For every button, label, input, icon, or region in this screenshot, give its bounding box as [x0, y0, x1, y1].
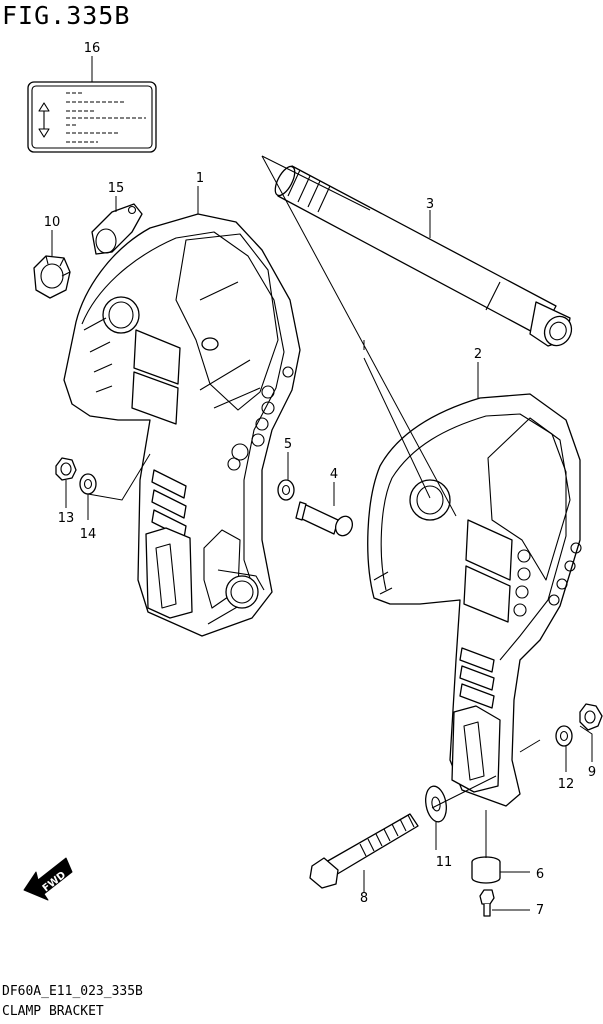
callout-11: 11: [436, 855, 453, 870]
callout-10: 10: [44, 215, 61, 230]
callout-1: 1: [196, 171, 204, 186]
callout-2: 2: [474, 347, 482, 362]
part-13-nut[interactable]: [55, 457, 77, 481]
callout-7: 7: [536, 903, 544, 918]
callout-14: 14: [80, 527, 97, 542]
callout-15: 15: [108, 181, 125, 196]
part-4-bolt[interactable]: [295, 501, 355, 538]
leader-lines: [51, 56, 593, 911]
callout-12: 12: [558, 777, 575, 792]
part-5-washer[interactable]: [277, 479, 295, 501]
figure-title: FIG.335B: [2, 1, 131, 30]
callout-16: 16: [84, 41, 101, 56]
drawing-name: CLAMP BRACKET: [2, 1004, 104, 1019]
part-14-washer[interactable]: [79, 473, 97, 495]
part-2-clamp-bracket-right[interactable]: [367, 393, 582, 807]
part-10-nut[interactable]: [33, 255, 71, 299]
part-8-bolt[interactable]: [309, 813, 419, 889]
callout-13: 13: [58, 511, 75, 526]
part-1-clamp-bracket-left[interactable]: [63, 213, 301, 637]
part-11-washer[interactable]: [423, 785, 449, 824]
callout-9: 9: [588, 765, 596, 780]
part-16-label-plate[interactable]: [27, 81, 157, 153]
part-3-tilt-tube[interactable]: [271, 164, 576, 351]
part-12-washer[interactable]: [555, 725, 573, 747]
drawing-code: DF60A_E11_023_335B: [2, 984, 143, 999]
callout-4: 4: [330, 467, 338, 482]
part-9-nut[interactable]: [579, 703, 603, 731]
part-7-bolt[interactable]: [479, 889, 495, 917]
up-down-arrow-icon: [38, 102, 50, 138]
fwd-arrow-icon: FWD: [23, 857, 73, 901]
callout-5: 5: [284, 437, 292, 452]
part-6-collar[interactable]: [471, 856, 501, 884]
callout-6: 6: [536, 867, 544, 882]
callout-8: 8: [360, 891, 368, 906]
callout-3: 3: [426, 197, 434, 212]
callout-labels: 16 1 15 10 3 2 5 4 13 14 9 12 11 6 8 7: [44, 41, 596, 918]
